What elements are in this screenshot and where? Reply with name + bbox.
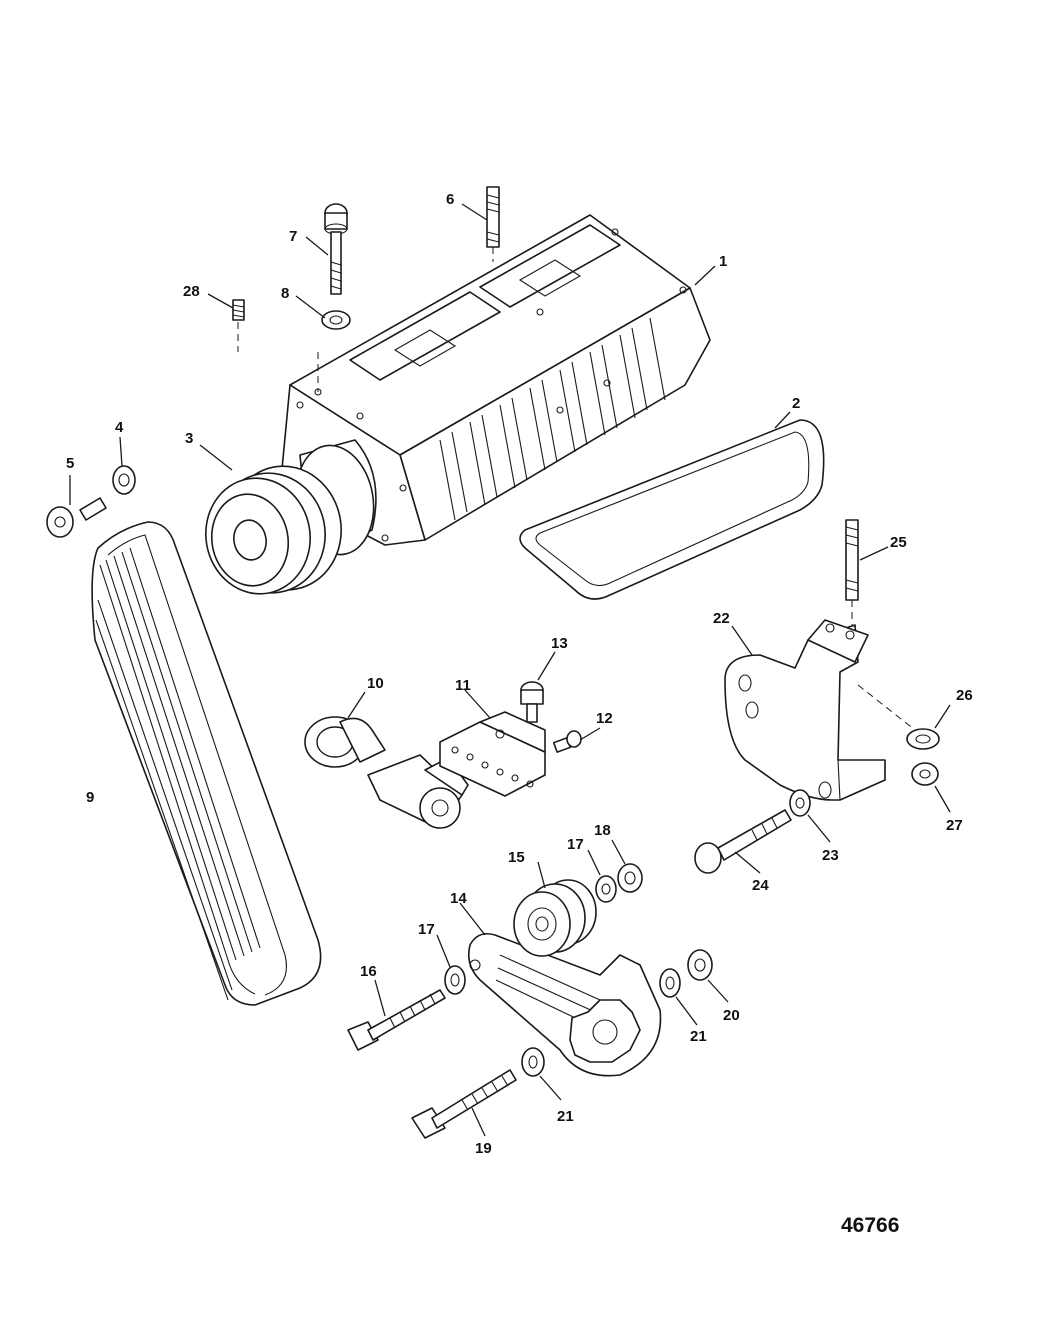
washer-8 [321,310,351,330]
callout-23: 23 [822,847,839,864]
screw-13 [520,681,544,723]
callout-27: 27 [946,817,963,834]
idler-bracket [467,932,662,1077]
supercharger-pulley [205,439,377,595]
callout-28: 28 [183,283,200,300]
callout-22: 22 [713,610,730,627]
bolt-16 [347,989,446,1051]
supercharger-body [279,214,711,546]
pin-28 [232,299,245,321]
figure-number: 46766 [841,1214,899,1237]
callout-26: 26 [956,687,973,704]
idler-pulley [513,879,597,957]
alignment-lines [237,247,916,731]
callout-13: 13 [551,635,568,652]
stud-6 [486,186,500,248]
washer-17b [595,875,617,903]
callout-16: 16 [360,963,377,980]
bolt-19 [411,1069,517,1139]
drive-belt [91,521,322,1006]
screw-12 [552,730,582,753]
washer-17a [444,965,466,995]
callout-7: 7 [289,228,297,245]
callout-12: 12 [596,710,613,727]
washer-21b [521,1047,545,1077]
callout-20: 20 [723,1007,740,1024]
callout-labels: 1 2 3 4 5 6 7 8 28 9 10 11 12 13 14 15 1… [66,191,973,1157]
callout-11: 11 [455,677,471,694]
bolt-24 [694,809,792,874]
nut-27 [911,762,939,786]
stud-25 [845,519,859,601]
callout-3: 3 [185,430,193,447]
callout-21b: 21 [557,1108,574,1125]
callout-21a: 21 [690,1028,707,1045]
callout-5: 5 [66,455,74,472]
callout-10: 10 [367,675,384,692]
callout-17a: 17 [418,921,435,938]
screw-5 [46,497,107,538]
mounting-bracket [724,619,886,801]
bracket-11 [439,711,546,797]
tensioner-arm [304,716,469,829]
callout-8: 8 [281,285,289,302]
callout-25: 25 [890,534,907,551]
nut-18 [617,863,643,893]
callout-15: 15 [508,849,525,866]
callout-18: 18 [594,822,611,839]
callout-6: 6 [446,191,454,208]
washer-26 [906,728,940,750]
leader-lines [69,203,951,1137]
bolt-7 [324,203,348,295]
callout-17b: 17 [567,836,584,853]
callout-9: 9 [86,789,94,806]
callout-19: 19 [475,1140,492,1157]
callout-14: 14 [450,890,467,907]
washer-4 [112,465,136,495]
callout-4: 4 [115,419,124,436]
nut-20 [687,949,713,981]
washer-21a [659,968,681,998]
washer-23 [789,789,811,817]
gasket [519,419,825,600]
callout-24: 24 [752,877,769,894]
callout-1: 1 [719,253,727,270]
callout-2: 2 [792,395,800,412]
